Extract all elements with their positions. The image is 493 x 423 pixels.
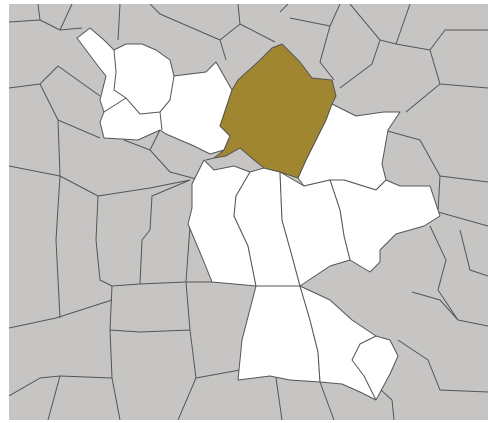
background-region-borders [9,4,488,420]
neighbor-region-southeast [299,285,399,401]
neighbor-regions [76,27,441,401]
highlighted-region [213,43,337,179]
neighbor-region-center-east [279,171,351,287]
neighbor-internal-borders [103,49,377,401]
map [9,4,488,420]
